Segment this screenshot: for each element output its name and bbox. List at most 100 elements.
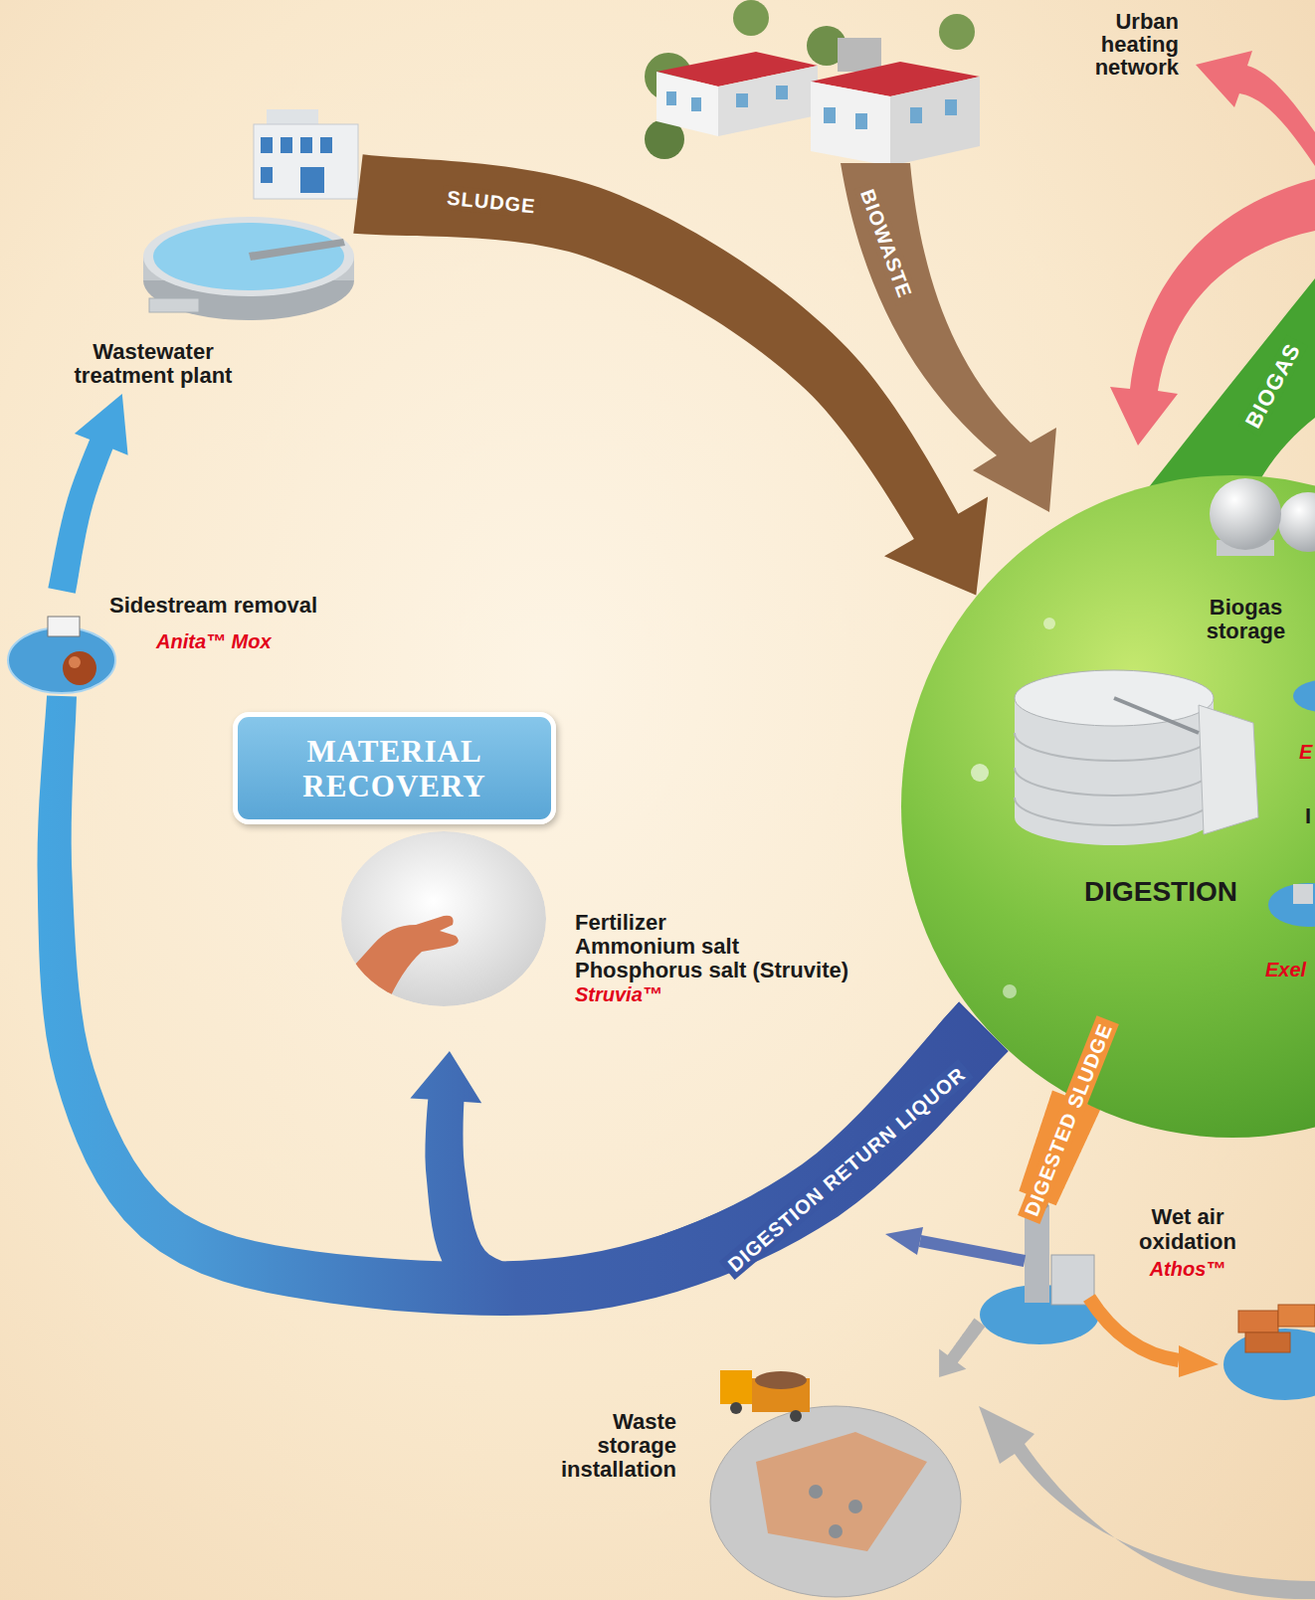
- flow-label: DIGESTED SLUDGE: [1017, 1015, 1120, 1225]
- waste-storage-icon-part: [720, 1370, 752, 1405]
- brick-icon-part: [1278, 1305, 1315, 1327]
- band-label: BIOGAS: [1238, 335, 1308, 437]
- houses-illustration-part: [837, 37, 882, 72]
- digestion-circle-art-part: [1293, 680, 1315, 713]
- flow-label: SLUDGE: [441, 185, 543, 219]
- sidestream-icon-part: [47, 616, 80, 637]
- node-text: Struvia™: [574, 983, 774, 1007]
- waste-arrow: [978, 1406, 1315, 1600]
- houses-illustration-part: [939, 13, 975, 50]
- return-arrow-part: [885, 1227, 924, 1256]
- fertilizer-photo: [328, 831, 547, 1007]
- treatment-plant-icon: [143, 109, 359, 321]
- treatment-plant-icon-part: [300, 137, 313, 154]
- brick-icon-part: [1223, 1328, 1315, 1401]
- flow-band: [939, 1318, 986, 1378]
- waste-storage-icon-part: [710, 1406, 961, 1598]
- digestion-circle-art-part: [1278, 492, 1315, 553]
- digestion-circle-art-part: [1043, 617, 1056, 630]
- digestion-circle-art-part: [1268, 883, 1315, 928]
- node-text: Biogas storage: [1188, 595, 1304, 644]
- sidestream-icon-part: [62, 651, 97, 686]
- waste-storage-icon-part: [828, 1524, 843, 1539]
- digestion-circle-art-part: [1114, 698, 1199, 734]
- treatment-plant-icon-part: [248, 238, 346, 261]
- treatment-plant-icon-part: [153, 222, 345, 291]
- cut-label: I: [1305, 804, 1312, 829]
- sidestream-icon-part: [68, 656, 81, 669]
- treatment-plant-icon-part: [320, 137, 333, 154]
- houses-illustration-part: [890, 76, 980, 167]
- treatment-plant-node: Wastewater treatment plant: [49, 109, 359, 394]
- return-arrow-part: [920, 1241, 1025, 1262]
- digestion-circle-art-part: [1293, 884, 1314, 905]
- waste-storage-icon-part: [808, 1485, 823, 1500]
- biogas-storage-node: Biogas storage: [1188, 474, 1307, 647]
- fertilizer-photo-part: [328, 916, 459, 1007]
- treatment-plant-icon-part: [300, 167, 325, 193]
- node-text: Ammonium salt: [574, 935, 904, 959]
- place-label: Urban heating network: [1075, 9, 1179, 79]
- houses-illustration-part: [718, 65, 818, 137]
- houses-illustration-part: [775, 85, 788, 100]
- digestion-circle-art-part: [970, 763, 989, 782]
- sidestream-node: Sidestream removalAnita™ Mox: [4, 590, 354, 697]
- ash-arrow: [1089, 1298, 1219, 1378]
- wet-air-oxidation-node: Wet air oxidationAthos™: [979, 1198, 1249, 1358]
- node-text: Athos™: [1132, 1258, 1243, 1282]
- treatment-plant-icon-part: [253, 124, 359, 199]
- houses-illustration-part: [666, 91, 677, 106]
- houses-illustration-part: [656, 71, 719, 137]
- product-name: Exel: [1265, 958, 1307, 982]
- treatment-plant-icon-part: [260, 137, 273, 154]
- waste-storage-icon-part: [754, 1371, 807, 1390]
- material-recovery-box: MATERIAL RECOVERY: [232, 712, 557, 825]
- fertilizer-node: FertilizerAmmonium saltPhosphorus salt (…: [338, 831, 916, 1052]
- waste-storage-node: Waste storage installation: [542, 1377, 965, 1597]
- houses-illustration-part: [810, 81, 891, 167]
- node-text: Phosphorus salt (Struvite): [574, 958, 904, 983]
- node-text: Fertilizer: [574, 911, 904, 936]
- wet-air-oxidation-icon-part: [1051, 1255, 1095, 1306]
- treatment-plant-icon-part: [260, 167, 273, 184]
- band-label: BIOWASTE: [853, 181, 919, 306]
- waste-storage-icon-part: [848, 1500, 863, 1514]
- ash-arrow-part: [1178, 1345, 1219, 1378]
- houses-illustration-part: [691, 97, 702, 112]
- node-text: Waste storage installation: [542, 1410, 677, 1483]
- houses-illustration-part: [944, 99, 957, 116]
- flow-band: [37, 695, 1009, 1316]
- treatment-plant-icon-part: [149, 298, 199, 313]
- houses-illustration-part: [910, 107, 923, 124]
- sidestream-icon-part: [7, 627, 116, 694]
- brick-icon-part: [1245, 1332, 1291, 1353]
- waste-storage-icon-part: [730, 1402, 743, 1415]
- waste-storage-icon-part: [755, 1432, 928, 1552]
- houses-illustration-part: [855, 113, 868, 130]
- waste-storage-icon: [710, 1370, 961, 1598]
- digestion-circle-art-part: [1198, 705, 1259, 835]
- ash-arrow-part: [1089, 1298, 1179, 1361]
- brick-icon-part: [1238, 1311, 1279, 1333]
- houses-illustration-part: [823, 107, 836, 124]
- flow-band: [353, 154, 988, 595]
- treatment-plant-icon-part: [280, 137, 293, 154]
- node-text: Wet air oxidation: [1132, 1204, 1243, 1255]
- brick-icon: [1223, 1305, 1315, 1401]
- product-name: E: [1299, 741, 1313, 764]
- node-text: Wastewater treatment plant: [53, 340, 253, 388]
- digestion-circle-art-part: [1014, 733, 1214, 826]
- houses-illustration-part: [736, 93, 749, 108]
- houses-illustration: [644, 0, 980, 167]
- node-text: DIGESTION: [1041, 876, 1281, 909]
- digestion-circle-art-part: [1002, 984, 1017, 999]
- digestion-circle-art-part: [1209, 478, 1282, 551]
- heat-arrow: [1195, 50, 1315, 167]
- node-text: Anita™ Mox: [156, 630, 306, 654]
- waste-storage-icon-part: [789, 1410, 802, 1423]
- treatment-plant-icon-part: [143, 216, 355, 297]
- node-text: Sidestream removal: [109, 593, 349, 618]
- flow-label: DIGESTION RETURN LIQUOR: [719, 1059, 974, 1281]
